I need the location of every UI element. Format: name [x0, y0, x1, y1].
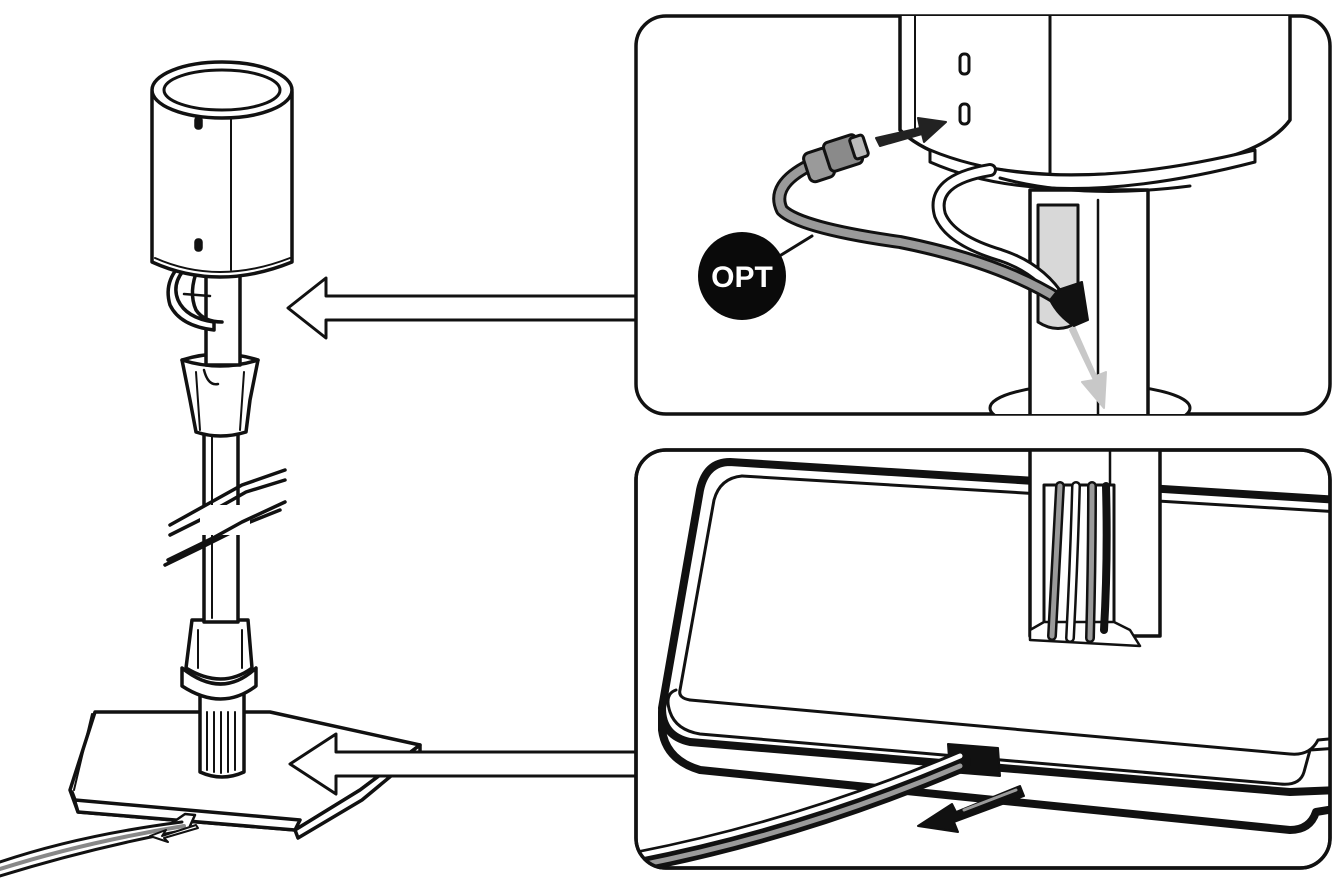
exit-cables — [636, 751, 971, 868]
connector-detail: OPT — [634, 14, 1332, 416]
callout-arrow-bottom — [288, 732, 638, 796]
stand-head — [150, 60, 294, 279]
insert-direction-arrow — [875, 117, 947, 147]
down-direction-arrow — [1069, 325, 1107, 409]
base-direction-arrow — [149, 824, 199, 843]
callout-arrows — [286, 276, 638, 796]
window-cables — [1047, 481, 1111, 643]
callout-arrow-top — [286, 276, 638, 340]
stand-lower-column — [180, 618, 258, 779]
opt-badge: OPT — [698, 232, 786, 320]
base-cable — [0, 820, 188, 878]
opt-connector — [802, 133, 870, 184]
opt-label: OPT — [711, 261, 773, 294]
stand-pole — [163, 418, 287, 624]
base-cable-detail — [634, 448, 1332, 870]
